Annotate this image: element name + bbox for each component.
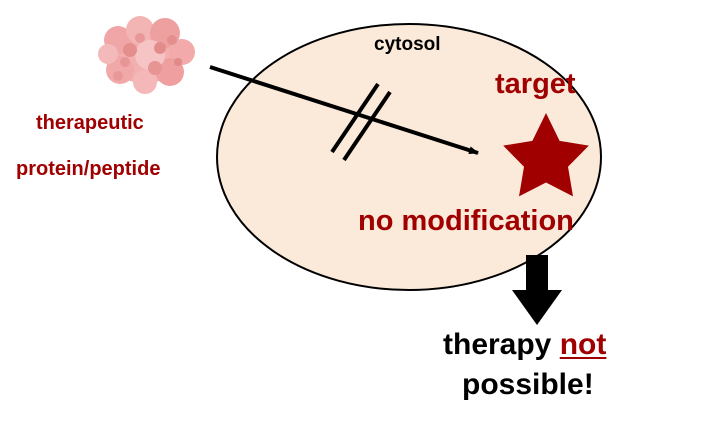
double-slash-block-icon <box>330 82 392 162</box>
down-arrow-icon <box>512 255 562 325</box>
cytosol-label: cytosol <box>374 34 441 55</box>
protein-label-line1: therapeutic <box>36 112 144 134</box>
result-word-therapy: therapy <box>443 328 560 361</box>
result-line2: possible! <box>462 368 594 401</box>
protein-blob-icon <box>98 16 195 94</box>
target-label: target <box>495 68 576 100</box>
protein-label-line2: protein/peptide <box>16 158 161 180</box>
no-modification-label: no modification <box>358 205 574 237</box>
entry-arrow <box>209 65 479 155</box>
star-icon <box>503 113 589 197</box>
result-line1: therapy not <box>443 330 606 360</box>
cell-ellipse <box>216 23 602 291</box>
result-emphasis-not: not <box>559 328 607 361</box>
